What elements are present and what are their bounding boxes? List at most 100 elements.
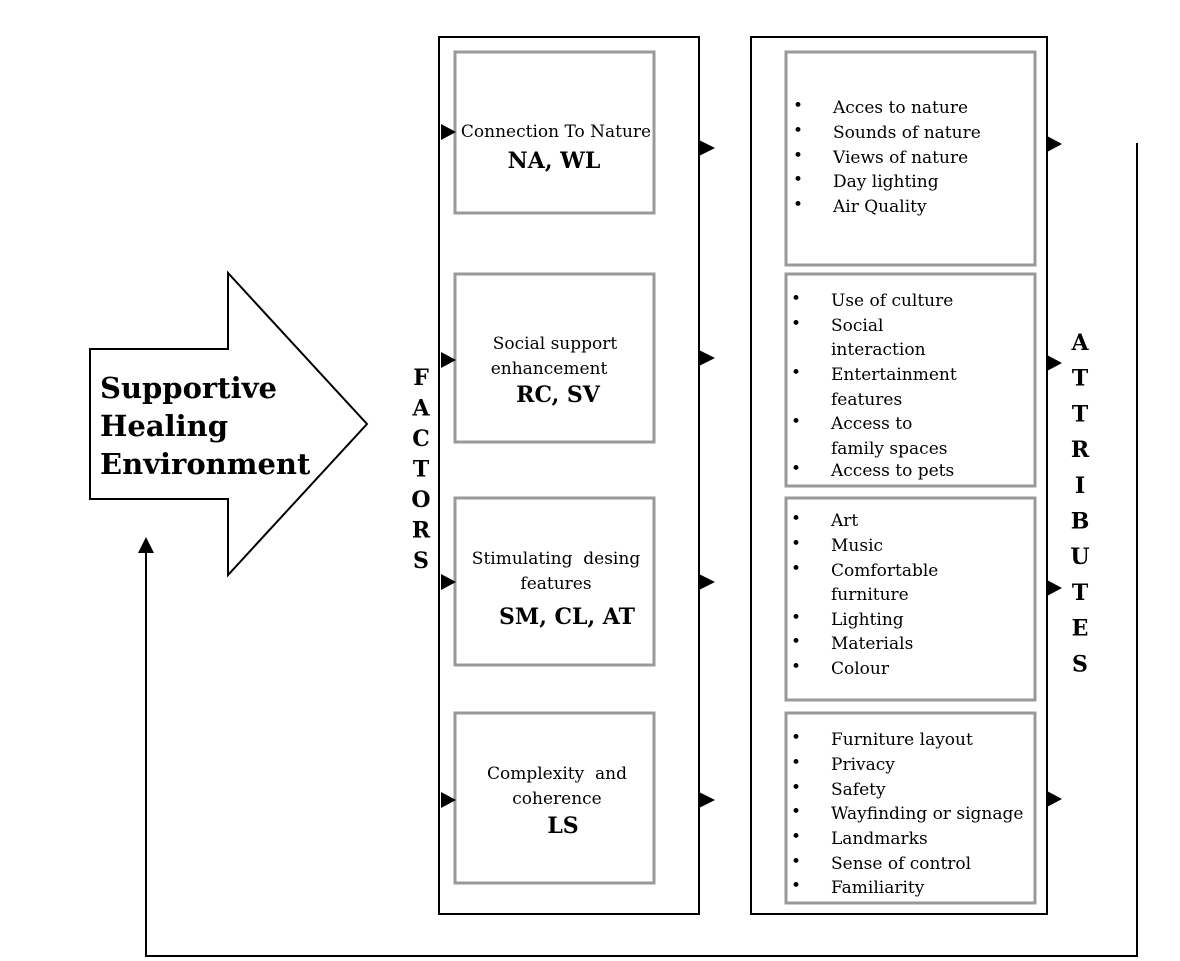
bullet: • bbox=[791, 657, 801, 677]
attribute-item: Privacy bbox=[831, 755, 895, 775]
factor-box-2: Social support enhancement RC, SV bbox=[453, 272, 656, 444]
bullet: • bbox=[791, 412, 801, 432]
arrowhead-right-icon bbox=[1047, 136, 1062, 152]
attribute-item: Use of culture bbox=[831, 291, 953, 311]
arrowhead-right-icon bbox=[441, 574, 456, 590]
arrowhead-right-icon bbox=[1047, 355, 1062, 371]
factor-box-1: Connection To Nature NA, WL bbox=[453, 50, 656, 215]
bullet: • bbox=[791, 632, 801, 652]
factor-code: NA, WL bbox=[508, 148, 601, 174]
arrowhead-right-icon bbox=[441, 792, 456, 808]
arrowhead-right-icon bbox=[1047, 580, 1062, 596]
attribute-item: Sense of control bbox=[831, 854, 971, 874]
bullet: • bbox=[793, 146, 803, 166]
bullet: • bbox=[791, 534, 801, 554]
attribute-item: Comfortable bbox=[831, 561, 938, 581]
attribute-item: Views of nature bbox=[832, 148, 968, 168]
vertical-label-letter: T bbox=[1072, 401, 1089, 427]
factor-title: Social support bbox=[493, 334, 618, 354]
attribute-item: Access to bbox=[830, 414, 912, 434]
factor-code: LS bbox=[547, 813, 578, 839]
bullet: • bbox=[791, 459, 801, 479]
attribute-list-3: • Art • Music • Comfortable furniture • … bbox=[791, 509, 938, 679]
vertical-label-letter: R bbox=[1071, 437, 1090, 463]
arrowhead-right-icon bbox=[1047, 791, 1062, 807]
factor-title: coherence bbox=[512, 789, 601, 809]
attribute-item: Landmarks bbox=[831, 829, 928, 849]
attribute-list-2: • Use of culture • Social interaction • … bbox=[791, 289, 957, 481]
bullet: • bbox=[791, 876, 801, 896]
arrow-label-line-3: Environment bbox=[100, 447, 311, 481]
bullet: • bbox=[793, 121, 803, 141]
vertical-label-letter: E bbox=[1072, 616, 1089, 642]
bullet: • bbox=[793, 195, 803, 215]
arrow-label-line-2: Healing bbox=[100, 409, 228, 443]
factor-code: SM, CL, AT bbox=[499, 604, 636, 630]
attribute-item: Sounds of nature bbox=[833, 123, 981, 143]
attribute-box-4 bbox=[784, 711, 1037, 905]
attribute-item: Social bbox=[831, 316, 883, 336]
bullet: • bbox=[791, 509, 801, 529]
attribute-item: Music bbox=[831, 536, 883, 556]
bullet: • bbox=[791, 802, 801, 822]
arrowhead-right-icon bbox=[699, 574, 715, 590]
attribute-item: Materials bbox=[831, 634, 913, 654]
attribute-item: Acces to nature bbox=[832, 98, 968, 118]
vertical-label-letter: S bbox=[1072, 651, 1088, 677]
bullet: • bbox=[791, 728, 801, 748]
attribute-item-cont: interaction bbox=[831, 340, 926, 360]
bullet: • bbox=[791, 852, 801, 872]
attribute-item: Familiarity bbox=[831, 878, 925, 898]
bullet: • bbox=[791, 559, 801, 579]
bullet: • bbox=[791, 827, 801, 847]
attribute-item: Wayfinding or signage bbox=[831, 804, 1023, 824]
attribute-list-4: • Furniture layout • Privacy • Safety • … bbox=[791, 728, 1023, 898]
attribute-box-2 bbox=[784, 272, 1037, 488]
attribute-item: Entertainment bbox=[831, 365, 957, 385]
vertical-label-letter: U bbox=[1070, 544, 1089, 570]
vertical-label-letter: C bbox=[412, 426, 430, 452]
attribute-list-1: • Acces to nature • Sounds of nature • V… bbox=[793, 96, 981, 217]
factor-code: RC, SV bbox=[516, 382, 601, 408]
arrowhead-up-icon bbox=[138, 537, 154, 553]
factor-title: enhancement bbox=[491, 359, 608, 379]
vertical-label-letter: T bbox=[1072, 366, 1089, 392]
arrowhead-right-icon bbox=[699, 140, 715, 156]
factor-box-border bbox=[453, 496, 656, 667]
vertical-label-letter: A bbox=[1070, 330, 1089, 356]
factor-box-border bbox=[453, 272, 656, 444]
bullet: • bbox=[791, 314, 801, 334]
bullet: • bbox=[791, 608, 801, 628]
attribute-box-1 bbox=[784, 50, 1037, 267]
vertical-label-letter: O bbox=[411, 487, 430, 513]
factor-box-border bbox=[453, 50, 656, 215]
attributes-column bbox=[750, 36, 1048, 915]
bullet: • bbox=[791, 289, 801, 309]
attribute-item: Furniture layout bbox=[831, 730, 973, 750]
arrowhead-right-icon bbox=[441, 352, 456, 368]
vertical-label-letter: R bbox=[412, 518, 431, 544]
arrow-label-line-1: Supportive bbox=[100, 371, 277, 405]
vertical-label-letter: B bbox=[1071, 509, 1090, 535]
factor-box-border bbox=[453, 711, 656, 885]
factor-title: Connection To Nature bbox=[461, 122, 651, 142]
attribute-item-cont: furniture bbox=[831, 585, 909, 605]
vertical-label-letter: T bbox=[1072, 580, 1089, 606]
attribute-box-3 bbox=[784, 496, 1037, 702]
arrowhead-right-icon bbox=[699, 792, 715, 808]
factor-title: features bbox=[520, 574, 591, 594]
bullet: • bbox=[793, 170, 803, 190]
feedback-loop-line bbox=[145, 143, 1138, 957]
attribute-item: Lighting bbox=[831, 610, 904, 630]
factor-box-3: Stimulating desing features SM, CL, AT bbox=[453, 496, 656, 667]
vertical-label-letter: I bbox=[1075, 473, 1085, 499]
vertical-label-letter: F bbox=[413, 365, 429, 391]
attribute-item: Colour bbox=[831, 659, 890, 679]
attribute-item-cont: family spaces bbox=[831, 439, 947, 459]
attribute-item: Access to pets bbox=[830, 461, 954, 481]
bullet: • bbox=[791, 363, 801, 383]
bullet: • bbox=[791, 778, 801, 798]
